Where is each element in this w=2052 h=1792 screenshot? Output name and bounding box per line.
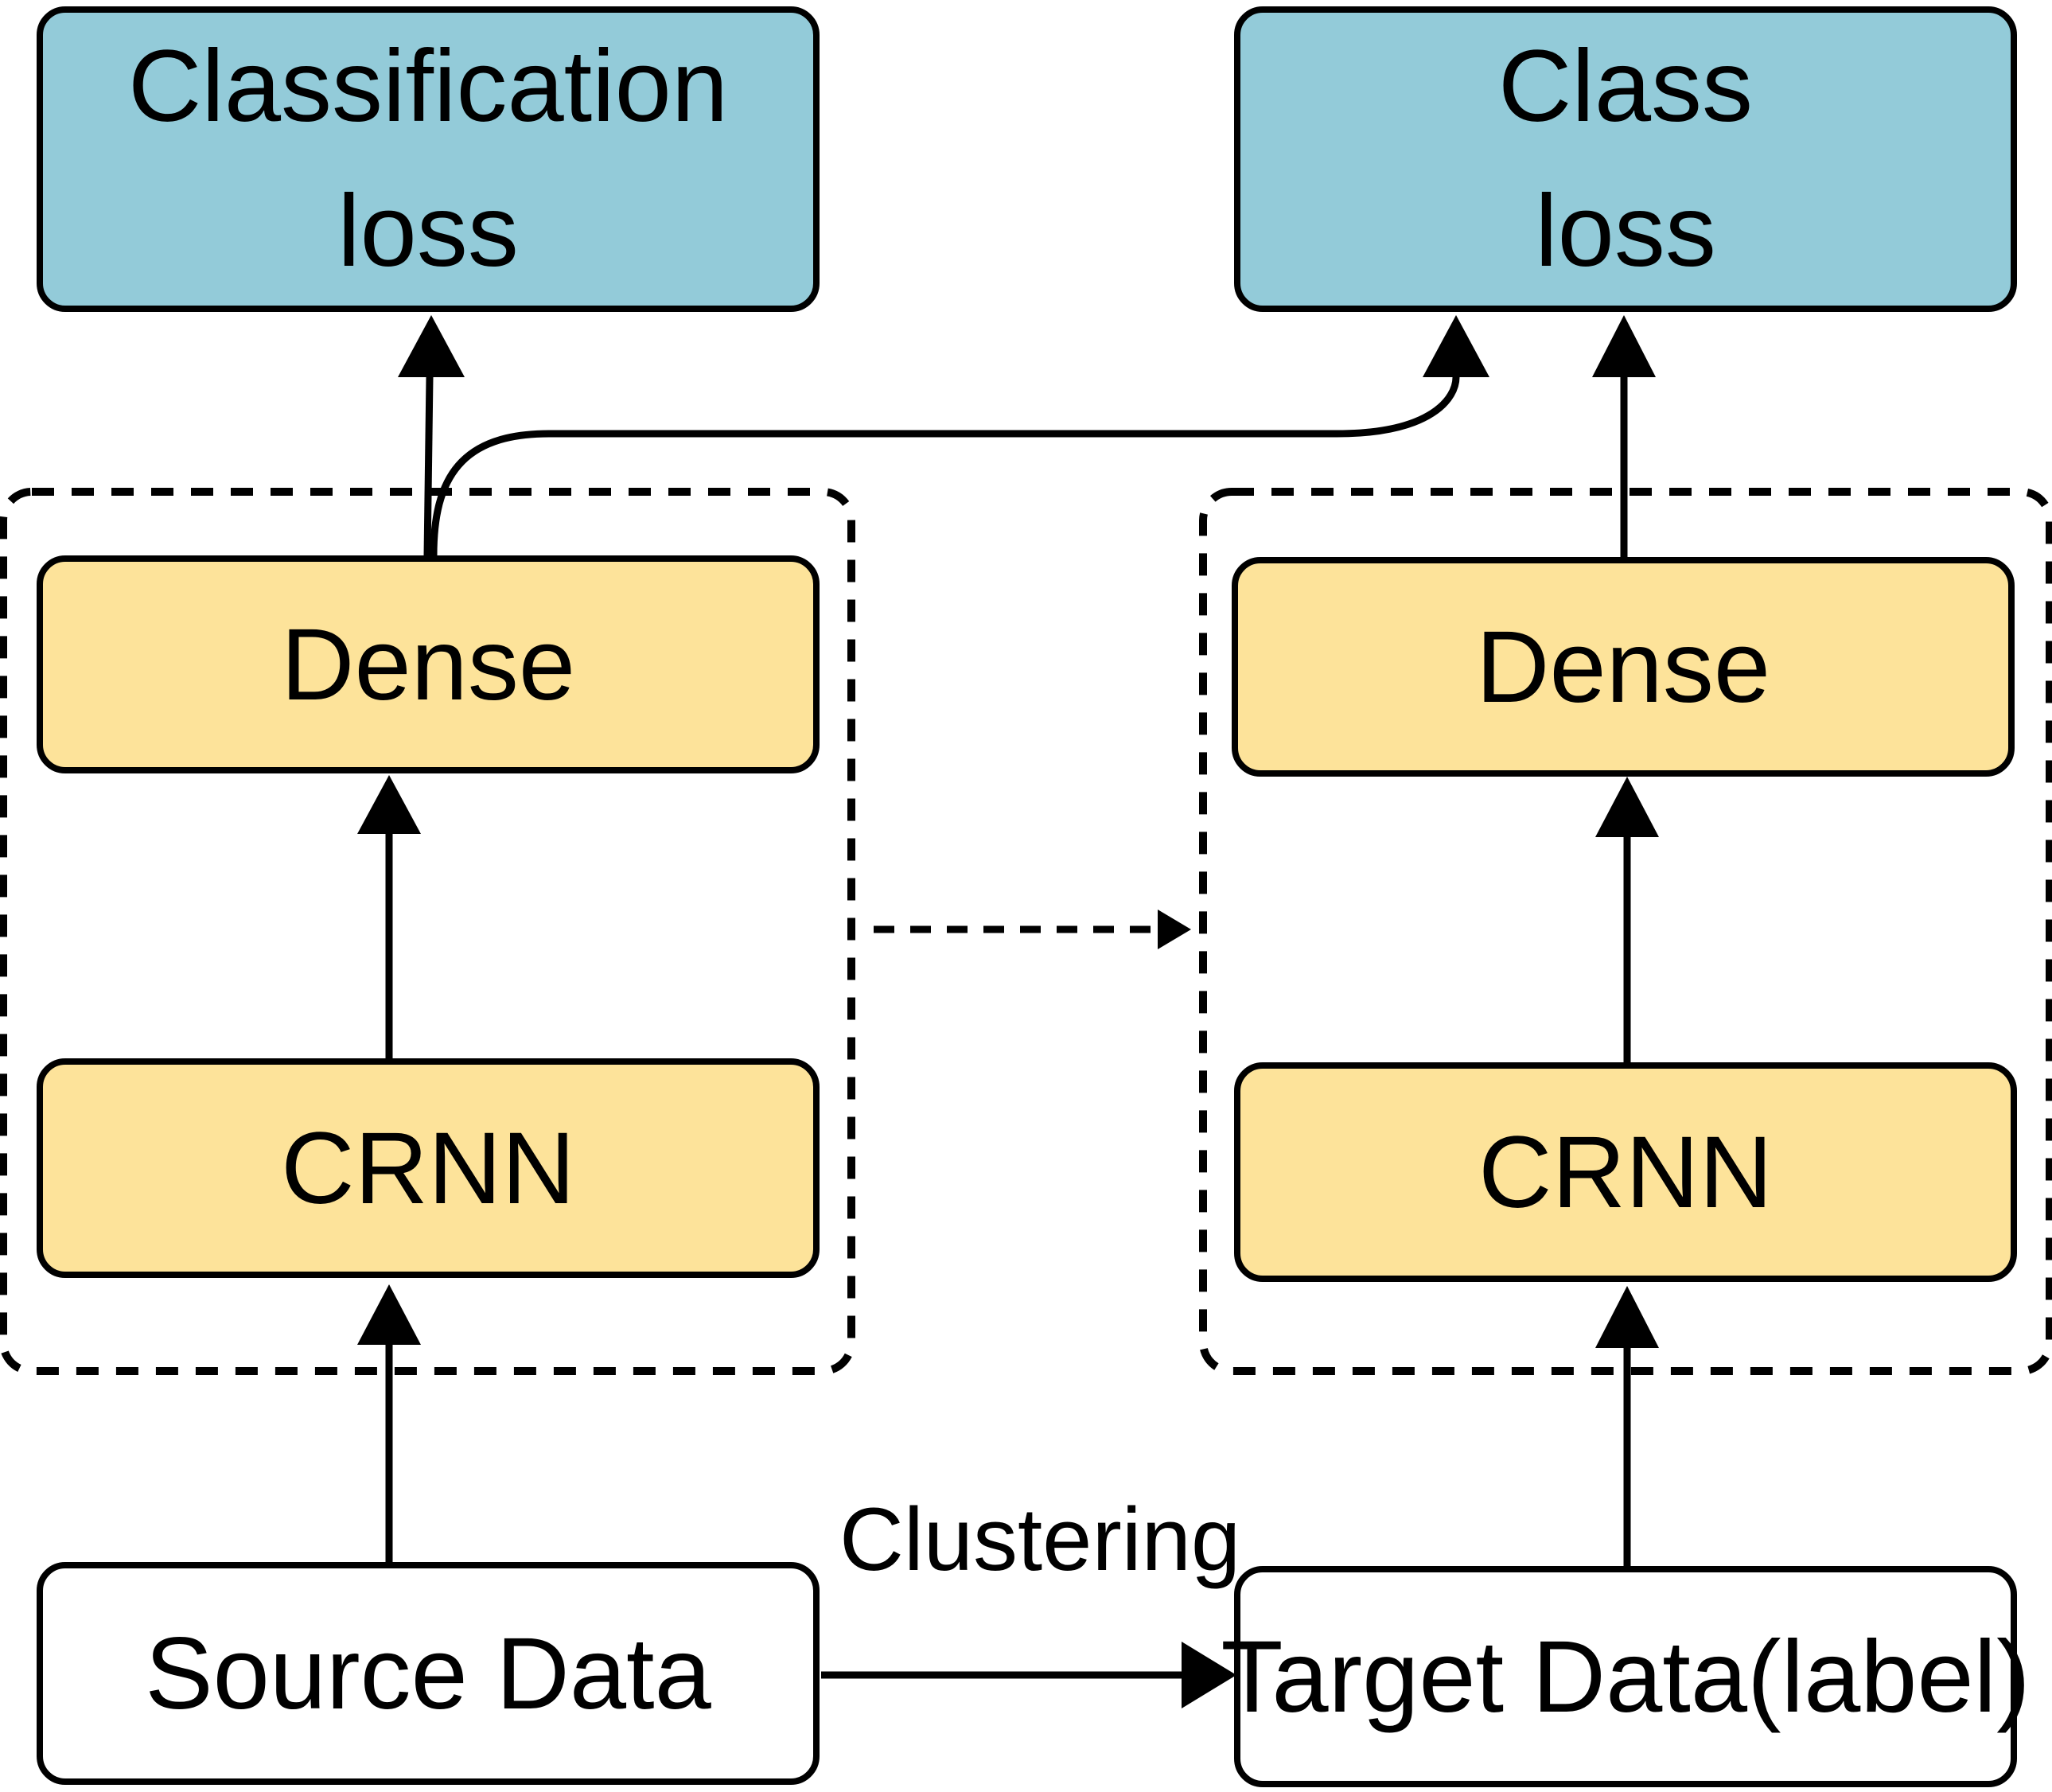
arrowhead-source-crnn <box>357 1284 421 1345</box>
target-dense-layer: Dense <box>1232 557 2015 777</box>
arrowhead-transfer <box>1158 910 1191 949</box>
classification-loss-box: Classification loss <box>37 6 820 312</box>
arrowhead-class-loss-left <box>1423 315 1489 377</box>
arrowhead-source-dense <box>357 775 421 834</box>
target-crnn-layer: CRNN <box>1234 1062 2017 1282</box>
source-dense-layer: Dense <box>37 555 820 773</box>
arrowhead-target-data <box>1182 1642 1236 1708</box>
target-dense-label: Dense <box>1476 610 1770 724</box>
class-loss-line1: Class <box>1497 29 1754 144</box>
target-data-box: Target Data(label) <box>1221 1566 2031 1787</box>
arrowhead-class-loss-right <box>1592 315 1656 377</box>
arrow-source-dense-to-classification-loss <box>423 376 434 556</box>
target-crnn-label: CRNN <box>1478 1115 1773 1229</box>
clustering-label: Clustering <box>839 1490 1241 1589</box>
arrowhead-target-dense <box>1595 777 1659 837</box>
class-loss-line2: loss <box>1535 174 1716 288</box>
classification-loss-line2: loss <box>337 174 519 288</box>
classification-loss-line1: Classification <box>127 29 729 144</box>
source-dense-label: Dense <box>281 607 575 722</box>
source-data-box: Source Data <box>37 1562 820 1785</box>
source-data-label: Source Data <box>145 1616 711 1731</box>
target-data-label: Target Data(label) <box>1221 1619 2031 1734</box>
source-crnn-layer: CRNN <box>37 1058 820 1278</box>
arrowhead-classification-loss <box>398 315 465 377</box>
target-model-group <box>1199 488 2052 1375</box>
arrowhead-target-crnn <box>1595 1286 1659 1348</box>
class-loss-box: Class loss <box>1234 6 2017 312</box>
source-crnn-label: CRNN <box>281 1111 575 1225</box>
arrow-source-dense-to-class-loss <box>430 376 1460 556</box>
source-model-group <box>0 488 855 1375</box>
